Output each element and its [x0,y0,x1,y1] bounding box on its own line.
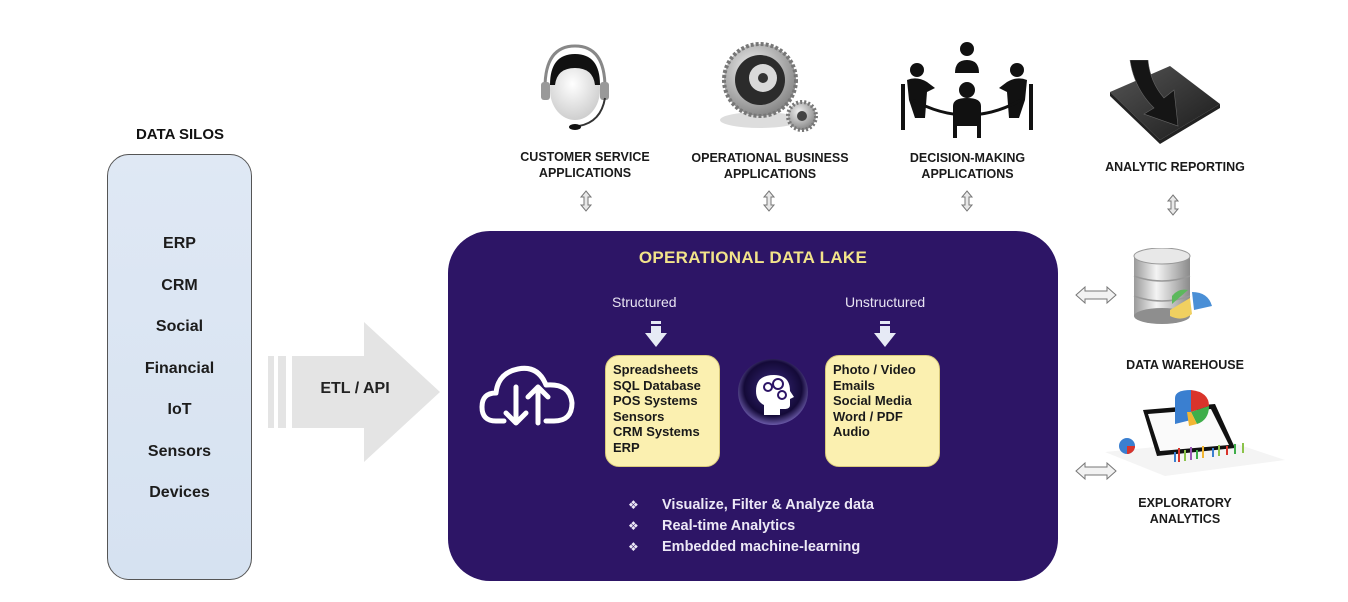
silo-item-erp: ERP [163,235,196,252]
report-download-icon [1110,60,1220,144]
meeting-table-icon [901,42,1033,138]
headset-agent-icon [541,44,609,130]
etl-arrow-icon [268,322,440,462]
unstructured-item: Audio [833,424,870,440]
up-down-arrow-icon [960,190,974,212]
unstructured-item: Emails [833,377,875,393]
structured-label: Structured [612,294,677,310]
silo-item-iot: IoT [167,401,192,418]
capabilities-list: ❖ Visualize, Filter & Analyze data ❖ Rea… [628,494,874,557]
exploratory-analytics-icon [1105,390,1285,476]
diamond-bullet-icon: ❖ [628,497,639,512]
down-arrow-icon [874,321,896,347]
silo-item-social: Social [155,318,204,335]
exploratory-analytics-label: EXPLORATORY ANALYTICS [1138,496,1232,526]
data-silos-panel: ERP CRM Social Financial IoT Sensors Dev… [107,154,252,580]
structured-item: CRM Systems [613,424,700,440]
structured-item: Spreadsheets [613,362,699,377]
unstructured-item: Photo / Video [833,362,916,377]
up-down-arrow-icon [579,190,593,212]
left-right-arrow-icon [1075,461,1117,481]
cloud-sync-icon [479,365,575,426]
unstructured-item: Social Media [833,393,912,409]
up-down-arrow-icon [1166,194,1180,216]
diamond-bullet-icon: ❖ [628,539,639,554]
structured-item: SQL Database [613,377,701,393]
down-arrow-icon [645,321,667,347]
up-down-arrow-icon [762,190,776,212]
capability-item: ❖ Embedded machine-learning [628,538,861,555]
silo-item-devices: Devices [149,484,210,501]
unstructured-label: Unstructured [845,294,926,310]
silo-item-crm: CRM [161,276,198,294]
left-right-arrow-icon [1075,285,1117,305]
diamond-bullet-icon: ❖ [628,518,639,533]
data-silos-title: DATA SILOS [135,126,225,143]
silo-item-financial: Financial [144,359,215,377]
silo-item-sensors: Sensors [147,442,212,460]
structured-item: ERP [613,439,640,455]
etl-label: ETL / API [320,380,390,397]
data-warehouse-icon [1133,248,1212,324]
capability-item: ❖ Visualize, Filter & Analyze data [628,496,874,513]
analytic-reporting-label: ANALYTIC REPORTING [1105,160,1245,174]
data-silos-list: ERP CRM Social Financial IoT Sensors Dev… [108,233,251,524]
capability-item: ❖ Real-time Analytics [628,517,796,534]
data-lake-title: OPERATIONAL DATA LAKE [638,248,868,267]
gears-icon [720,42,818,132]
structured-item: POS Systems [613,393,698,409]
structured-data-box: Spreadsheets SQL Database POS Systems Se… [605,355,720,467]
ai-brain-gears-icon [738,359,808,425]
unstructured-item: Word / PDF [833,408,903,424]
data-warehouse-label: DATA WAREHOUSE [1126,358,1244,372]
unstructured-data-box: Photo / Video Emails Social Media Word /… [825,355,940,467]
structured-item: Sensors [613,408,665,424]
